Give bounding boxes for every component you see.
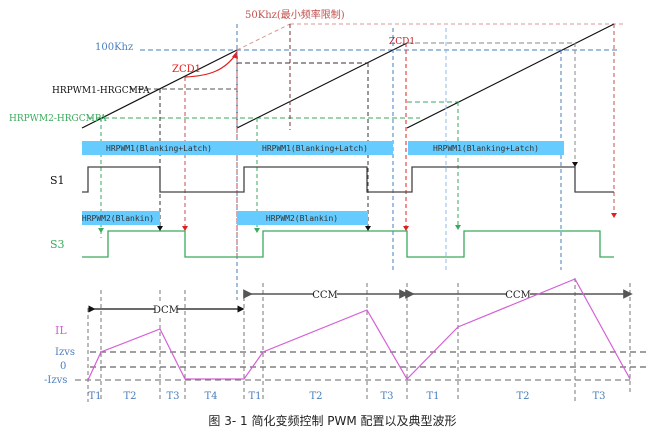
pwm1-bar-label-3: HRPWM1(Blanking+Latch): [433, 144, 539, 153]
zcd-label-1: ZCD1: [172, 64, 201, 75]
pwm1-bar-3: [408, 141, 564, 155]
zcd-label-2: ZCD1: [389, 37, 415, 47]
svg-text:T3: T3: [380, 391, 393, 402]
ramp-3: [406, 23, 615, 129]
freq-min-guide: [236, 23, 291, 51]
pwm2-bar-label-2: HRPWM2(Blankin): [266, 214, 338, 223]
interval-labels: T1 T2 T3 T4 T1 T2 T3 T1 T2 T3: [88, 391, 605, 402]
mode-dcm: DCM: [153, 305, 179, 316]
zcd-arrow: [184, 53, 237, 78]
pwm1-bar-2: [237, 141, 393, 155]
ramp-2: [236, 42, 408, 129]
s1-label: S1: [50, 174, 65, 187]
pwm1-bar-1: [82, 141, 237, 155]
svg-text:T1: T1: [248, 391, 261, 402]
mode-ccm-1: CCM: [312, 290, 338, 301]
s3-waveform: [82, 230, 614, 258]
neg-izvs-label: -Izvs: [44, 375, 67, 386]
cmp2-label: HRPWM2-HRGCMPA: [9, 114, 107, 124]
izvs-label: Izvs: [55, 347, 75, 358]
svg-text:T1: T1: [88, 391, 101, 402]
edge-markers: [98, 162, 617, 233]
pwm2-bar-label-1: HRPWM2(Blankin): [82, 214, 154, 223]
s1-waveform: [82, 166, 614, 193]
zero-label: 0: [60, 361, 66, 372]
interval-dividers: [87, 278, 631, 402]
figure-caption: 图 3- 1 简化变频控制 PWM 配置以及典型波形: [208, 414, 457, 428]
cmp1-label: HRPWM1-HRGCMPA: [52, 86, 150, 96]
pwm1-bar-label-1: HRPWM1(Blanking+Latch): [106, 144, 212, 153]
svg-text:T2: T2: [516, 391, 529, 402]
pwm1-bar-label-2: HRPWM1(Blanking+Latch): [262, 144, 368, 153]
svg-text:T3: T3: [592, 391, 605, 402]
pwm2-bar-1: [82, 211, 160, 225]
svg-text:T1: T1: [426, 391, 439, 402]
il-label: IL: [55, 324, 67, 337]
pwm2-bar-2: [237, 211, 368, 225]
svg-text:T4: T4: [204, 391, 217, 402]
svg-text:T2: T2: [123, 391, 136, 402]
freq-min-label: 50Khz(最小频率限制): [245, 8, 345, 21]
inductor-current-waveform: [87, 278, 631, 381]
svg-text:T3: T3: [166, 391, 179, 402]
mode-ccm-2: CCM: [505, 290, 531, 301]
svg-text:T2: T2: [309, 391, 322, 402]
s3-label: S3: [50, 238, 65, 251]
freq-max-label: 100Khz: [95, 42, 133, 53]
